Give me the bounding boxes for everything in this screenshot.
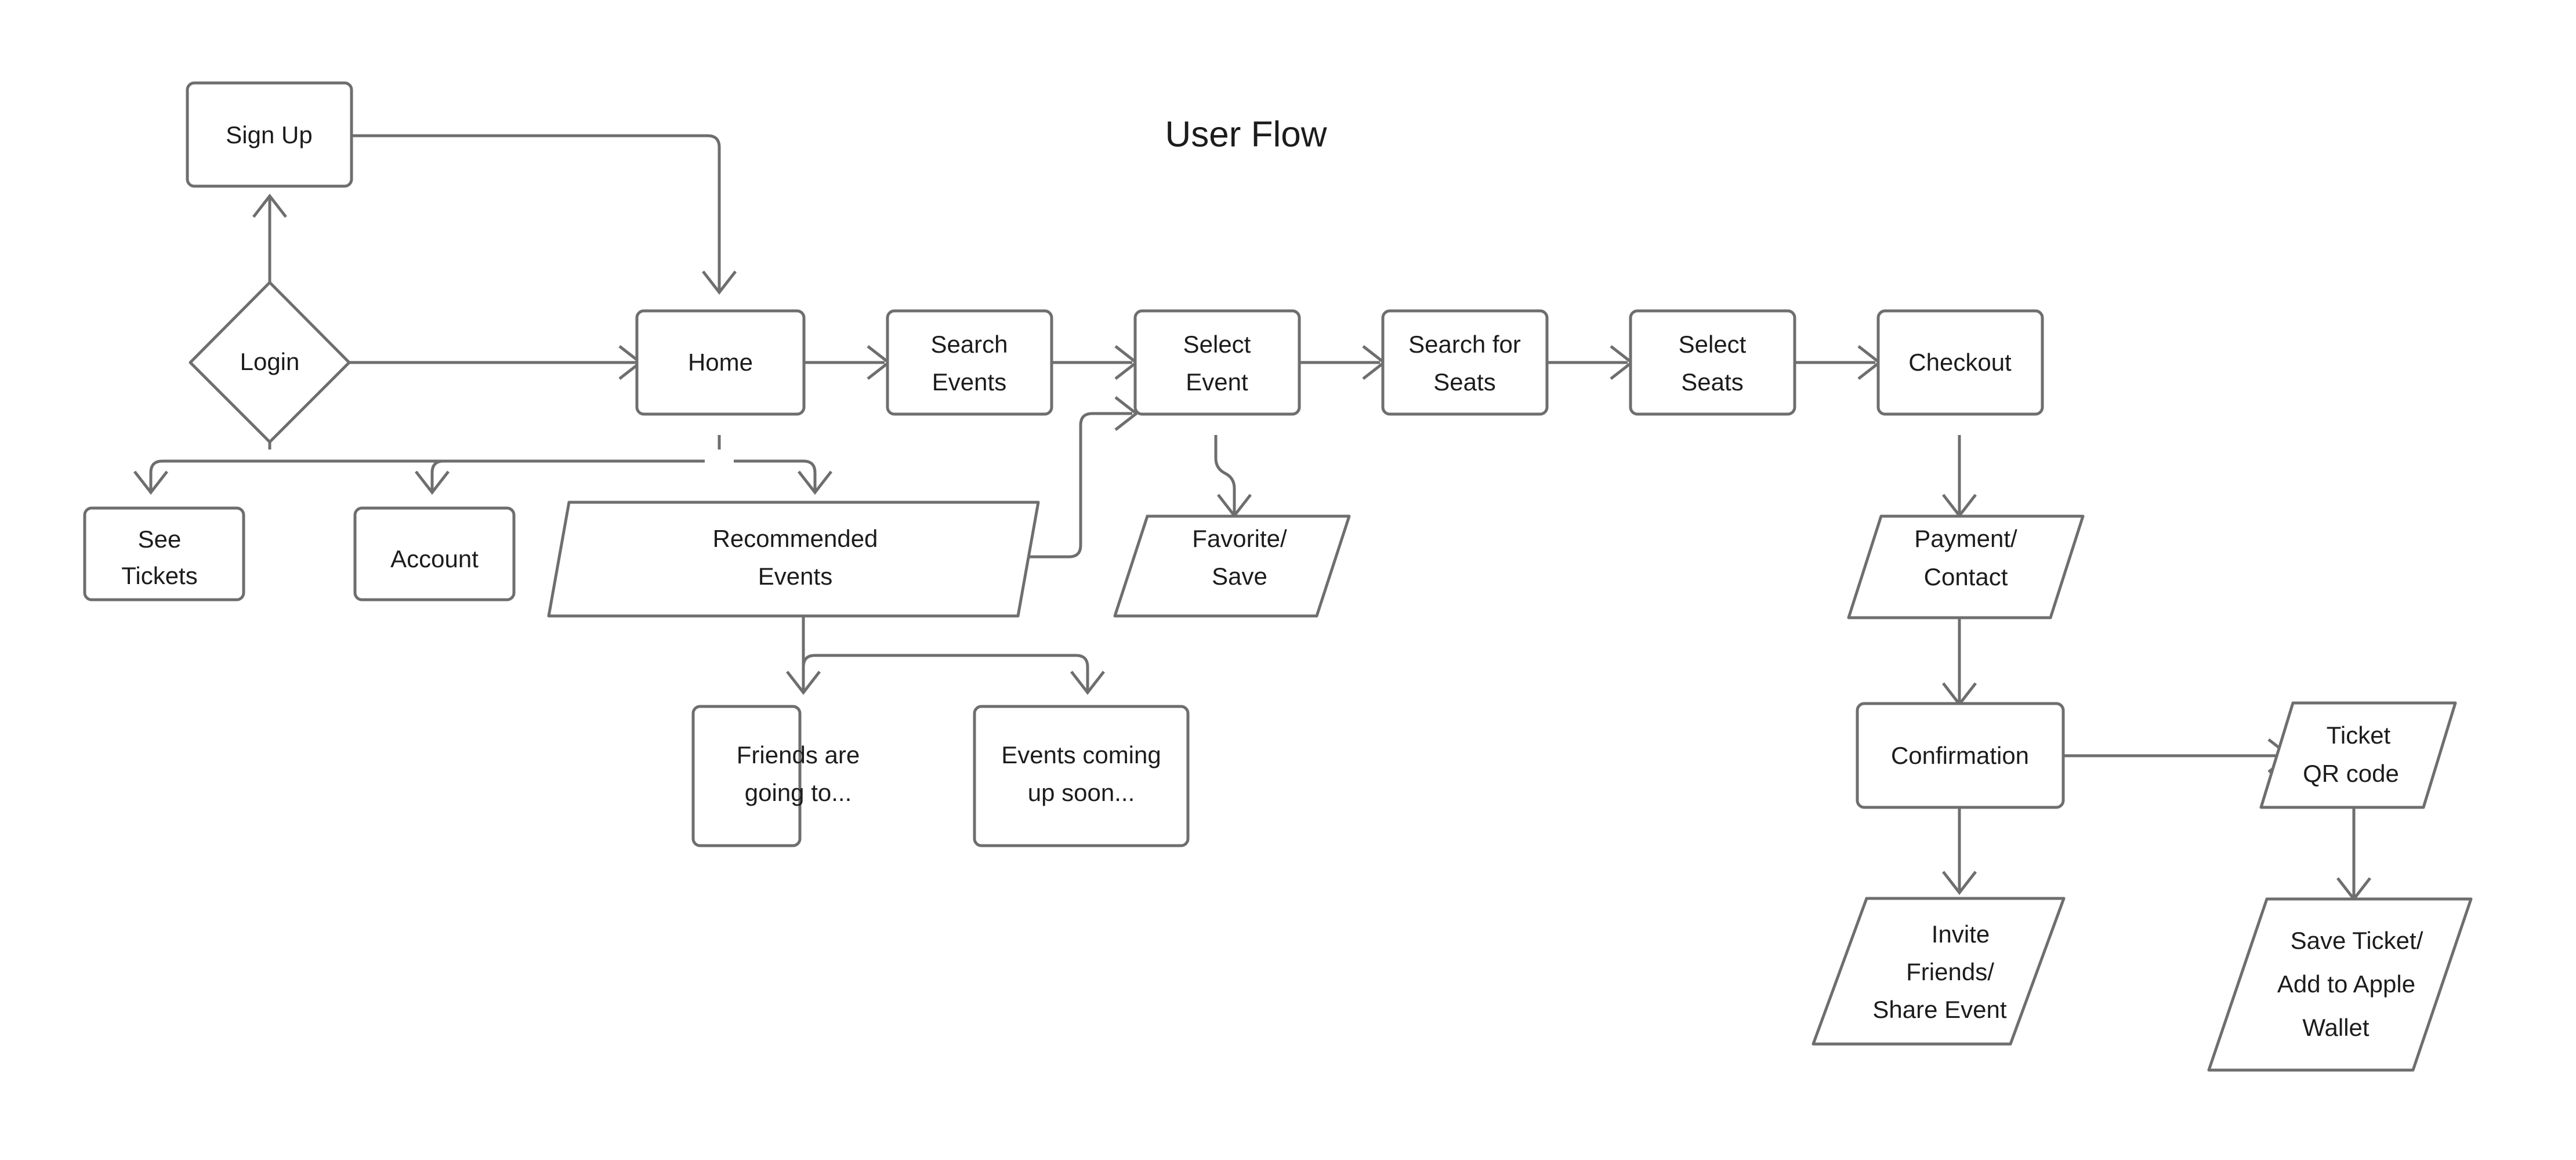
edges-layer — [133, 134, 2371, 902]
home-label: Home — [688, 349, 753, 376]
select-event-label-line1: Select — [1183, 331, 1251, 358]
node-recommended-events[interactable]: Recommended Events — [547, 501, 1040, 618]
node-favorite-save[interactable]: Favorite/ Save — [1113, 514, 1351, 618]
search-events-label-line1: Search — [930, 331, 1008, 358]
edge-bus-to-recommended-events — [803, 459, 817, 490]
save-ticket-label-line2: Add to Apple — [2277, 970, 2415, 998]
edge-sign-up-to-home — [352, 134, 721, 290]
node-ticket-qr[interactable]: Ticket QR code — [2259, 701, 2457, 809]
see-tickets-label-line1: See — [138, 525, 182, 553]
account-label: Account — [390, 545, 479, 572]
arrowhead-to-friends-going — [786, 670, 821, 695]
arrowhead-to-events-soon — [1070, 670, 1105, 695]
edge-recommended-events-to-select-event — [1018, 412, 1132, 559]
node-select-event[interactable]: Select Event — [1133, 309, 1301, 416]
node-login[interactable]: Login — [189, 281, 351, 444]
search-for-seats-box[interactable] — [1381, 309, 1549, 416]
favorite-save-label-line2: Save — [1212, 563, 1267, 590]
save-ticket-shape[interactable] — [2207, 897, 2473, 1072]
node-sign-up[interactable]: Sign Up — [186, 81, 353, 188]
friends-going-box-main[interactable] — [691, 705, 802, 847]
node-payment-contact[interactable]: Payment/ Contact — [1847, 514, 2085, 619]
sign-up-label: Sign Up — [226, 121, 312, 148]
search-for-seats-label-line2: Seats — [1433, 368, 1495, 396]
arrowhead-sign-up-to-home — [702, 270, 737, 295]
invite-friends-label-line2: Friends/ — [1906, 958, 1994, 985]
edge-recommended-events-children-bus — [802, 654, 1089, 690]
save-ticket-label-line1: Save Ticket/ — [2291, 927, 2423, 954]
node-save-ticket[interactable]: Save Ticket/ Add to Apple Wallet — [2207, 897, 2473, 1072]
search-events-box[interactable] — [886, 309, 1053, 416]
search-events-label-line2: Events — [932, 368, 1006, 396]
home-box[interactable] — [635, 309, 806, 416]
edge-bus-to-see-tickets — [149, 459, 163, 490]
node-search-for-seats[interactable]: Search for Seats — [1381, 309, 1549, 416]
login-label: Login — [240, 348, 300, 375]
arrowhead-bus-to-recommended-events — [798, 470, 832, 495]
arrowhead-bus-to-account — [415, 470, 450, 495]
select-seats-label-line1: Select — [1679, 331, 1747, 358]
ticket-qr-shape[interactable] — [2259, 701, 2457, 809]
node-confirmation[interactable]: Confirmation — [1856, 702, 2065, 809]
recommended-events-label-line1: Recommended — [713, 525, 878, 552]
select-event-label-line2: Event — [1186, 368, 1248, 396]
payment-contact-label-line2: Contact — [1924, 563, 2008, 590]
account-box[interactable] — [353, 506, 516, 601]
login-diamond[interactable] — [189, 281, 351, 444]
ticket-qr-label-line2: QR code — [2303, 760, 2399, 787]
invite-friends-label-line1: Invite — [1932, 920, 1990, 948]
select-seats-box[interactable] — [1629, 309, 1796, 416]
node-friends-going[interactable]: Friends are going to... — [691, 705, 860, 847]
edge-bus-to-account — [430, 459, 444, 490]
payment-contact-label-line1: Payment/ — [1914, 525, 2017, 552]
node-see-tickets[interactable]: See Tickets — [83, 506, 245, 601]
favorite-save-shape[interactable] — [1113, 514, 1351, 618]
sign-up-box[interactable] — [186, 81, 353, 188]
events-soon-label-line2: up soon... — [1028, 779, 1135, 806]
node-search-events[interactable]: Search Events — [886, 309, 1053, 416]
events-soon-box[interactable] — [973, 705, 1190, 847]
search-for-seats-label-line1: Search for — [1408, 331, 1521, 358]
recommended-events-label-line2: Events — [758, 563, 832, 590]
friends-going-label-line2: going to... — [745, 779, 852, 806]
friends-going-label-line1: Friends are — [737, 741, 860, 768]
invite-friends-shape[interactable] — [1811, 897, 2066, 1046]
select-event-box[interactable] — [1133, 309, 1301, 416]
arrowhead-recommended-events-to-select-event — [1114, 396, 1139, 431]
node-checkout[interactable]: Checkout — [1876, 309, 2044, 416]
arrowhead-login-to-sign-up — [252, 193, 287, 218]
node-invite-friends[interactable]: Invite Friends/ Share Event — [1811, 897, 2066, 1046]
payment-contact-shape[interactable] — [1847, 514, 2085, 619]
see-tickets-label-line2: Tickets — [121, 562, 197, 589]
recommended-events-shape[interactable] — [547, 501, 1040, 618]
checkout-box[interactable] — [1876, 309, 2044, 416]
node-events-soon[interactable]: Events coming up soon... — [973, 705, 1190, 847]
node-select-seats[interactable]: Select Seats — [1629, 309, 1796, 416]
favorite-save-label-line1: Favorite/ — [1192, 525, 1287, 552]
node-account[interactable]: Account — [353, 506, 516, 601]
nodes-layer: Sign Up Login Home Search Events Sel — [83, 81, 2473, 1072]
confirmation-label: Confirmation — [1891, 742, 2029, 769]
edge-select-event-to-favorite-save — [1214, 435, 1236, 513]
ticket-qr-label-line1: Ticket — [2327, 722, 2391, 749]
node-home[interactable]: Home — [635, 309, 806, 416]
see-tickets-box-main[interactable] — [83, 506, 245, 601]
events-soon-label-line1: Events coming — [1001, 741, 1161, 768]
page-title: User Flow — [1165, 114, 1327, 154]
checkout-label: Checkout — [1908, 349, 2012, 376]
confirmation-box[interactable] — [1856, 702, 2065, 809]
arrowhead-bus-to-see-tickets — [133, 470, 168, 495]
save-ticket-label-line3: Wallet — [2302, 1014, 2369, 1041]
invite-friends-label-line3: Share Event — [1872, 996, 2006, 1023]
arrowhead-confirmation-to-invite-friends — [1942, 871, 1977, 896]
select-seats-label-line2: Seats — [1681, 368, 1743, 396]
